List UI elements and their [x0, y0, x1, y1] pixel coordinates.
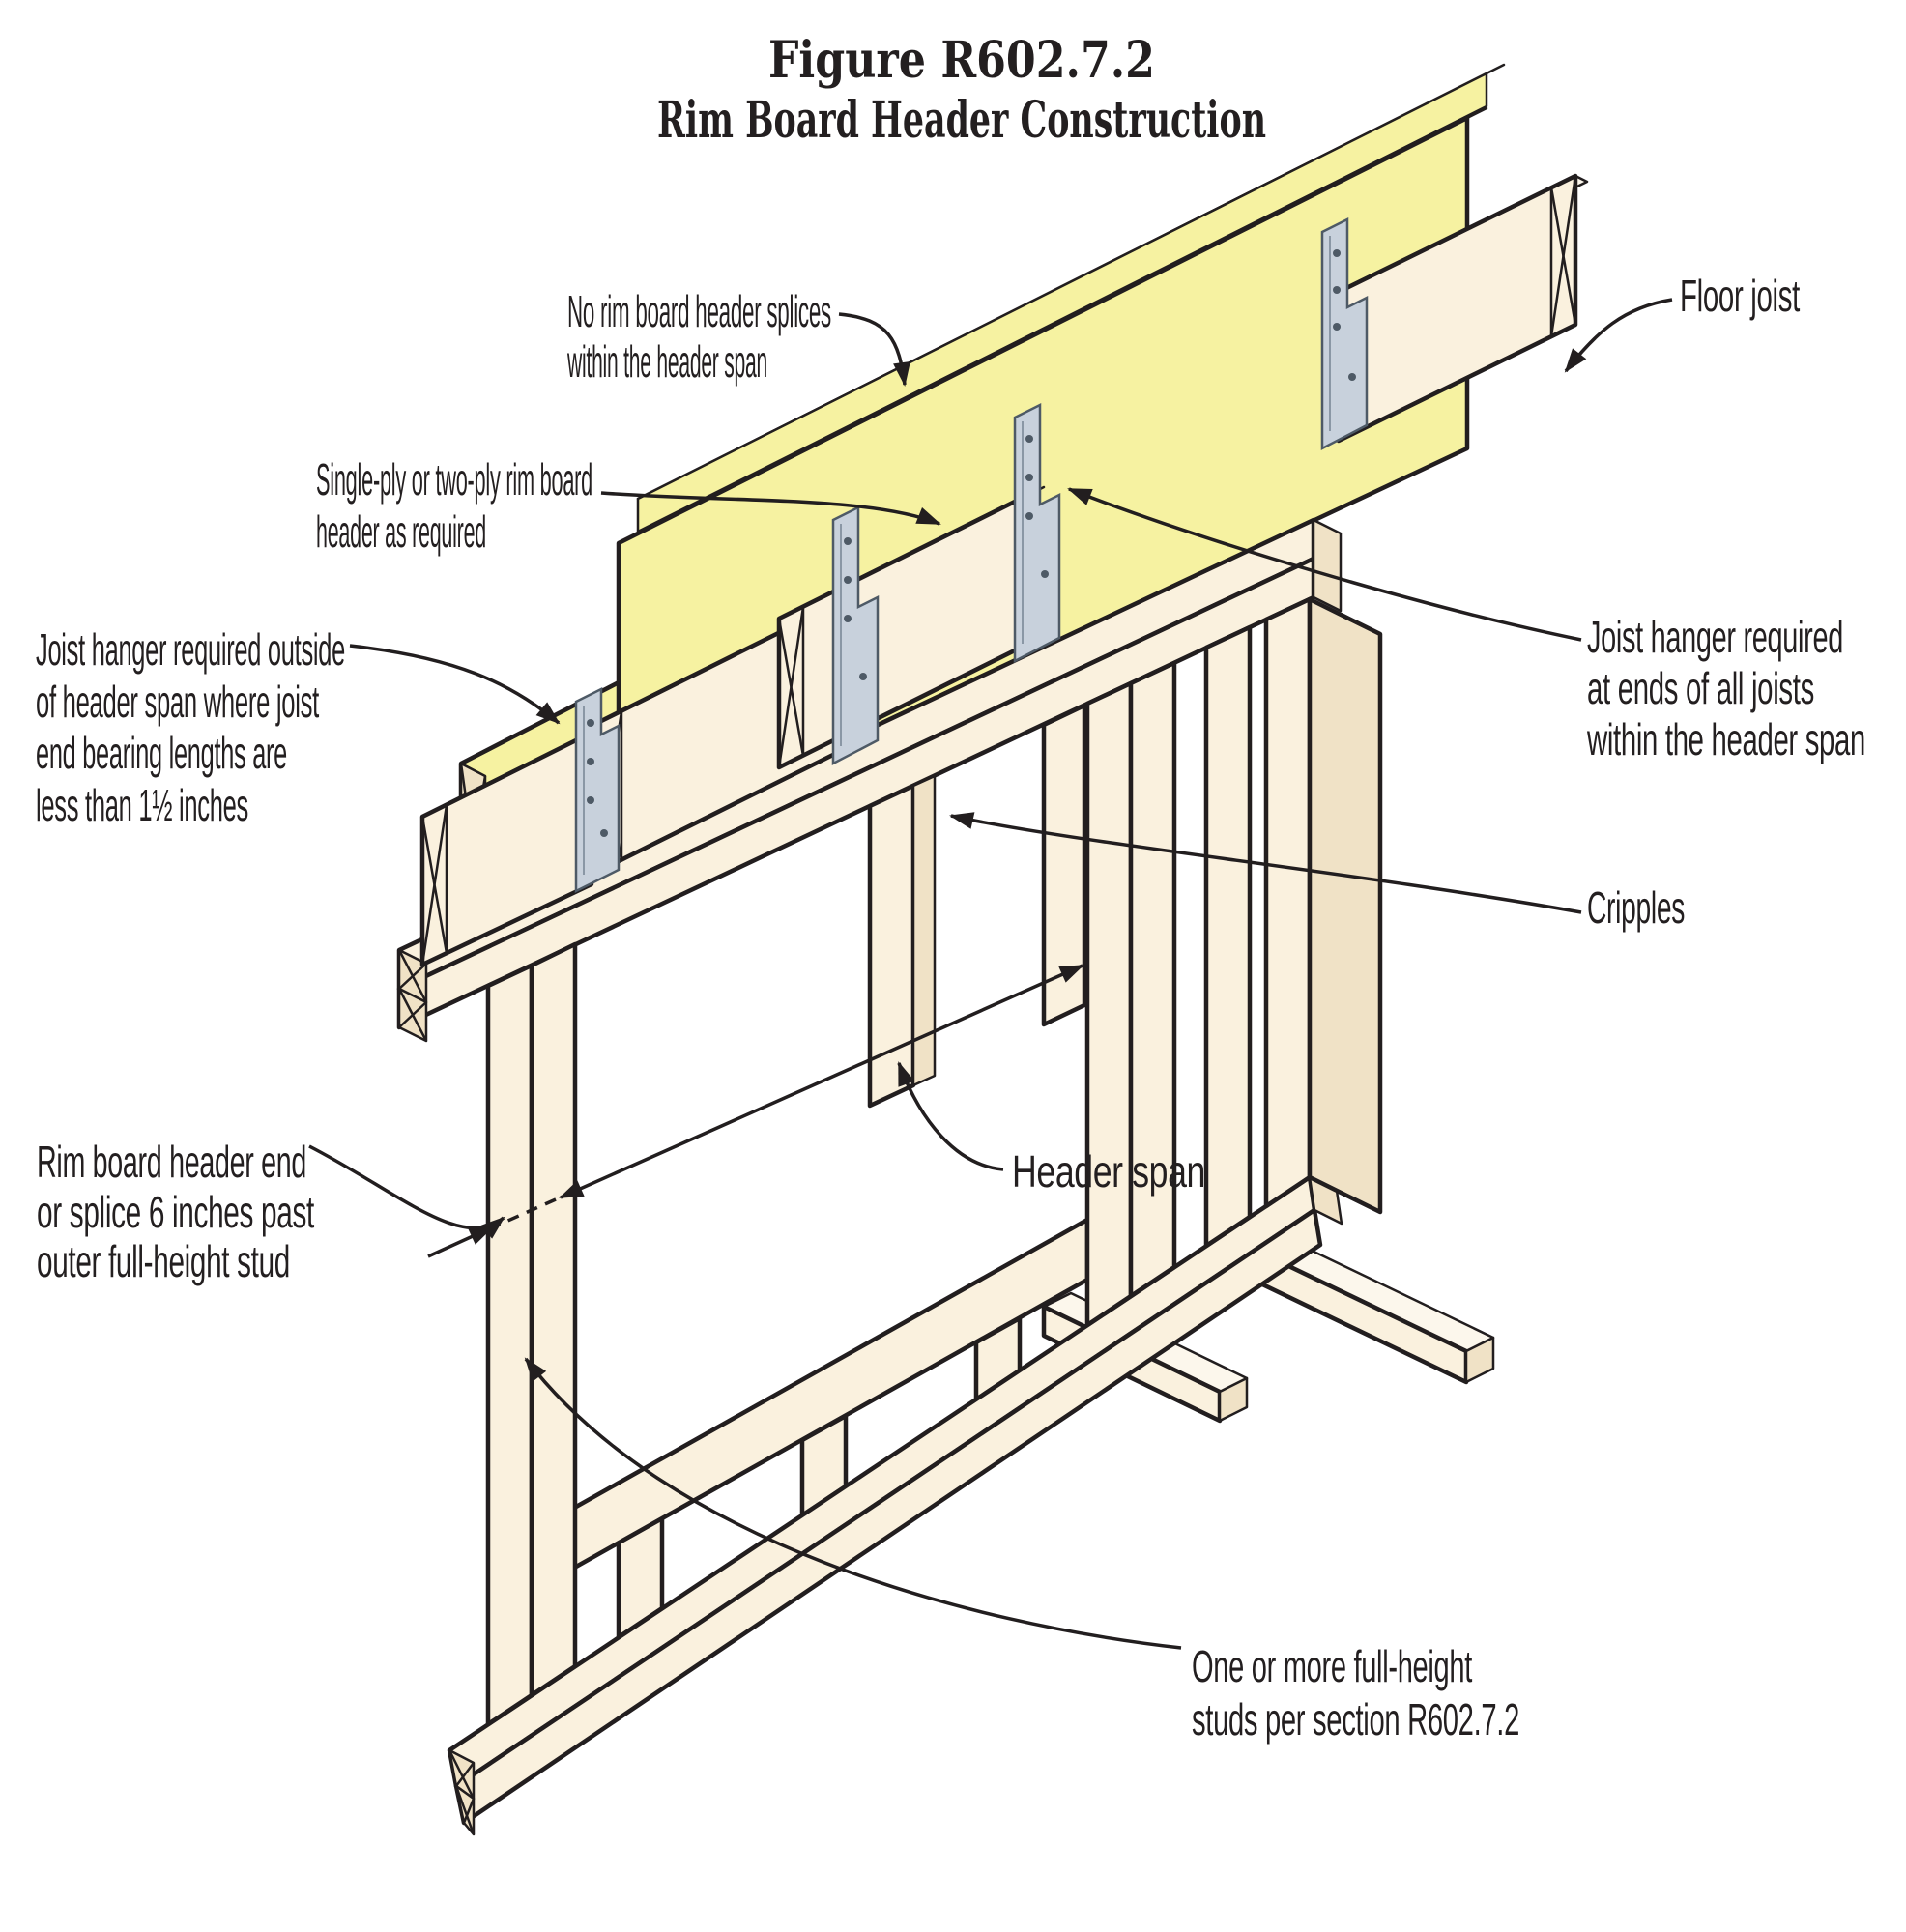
label-jh-outside-line3: end bearing lengths are: [36, 728, 287, 778]
label-jh-at-ends-line3: within the header span: [1586, 714, 1865, 764]
title-line-2: Rim Board Header Construction: [657, 91, 1266, 150]
leader-header-span: [897, 1061, 1004, 1171]
double-top-plate: [396, 517, 1343, 1043]
end-stud: [1263, 596, 1313, 1209]
label-rim-end-line2: or splice 6 inches past: [37, 1187, 314, 1237]
six-inch-extension-arrow: [427, 1226, 494, 1258]
floor-plank-1-end: [1464, 1336, 1495, 1384]
opening-sill: [503, 1217, 1113, 1640]
dimension-arrow-left: [559, 1080, 823, 1199]
top-plate-right-end: [1312, 518, 1343, 613]
label-one-or-more-line2: studs per section R602.7.2: [1192, 1694, 1519, 1745]
label-cripples: Cripples: [1587, 882, 1685, 933]
label-header-span: Header span: [1012, 1146, 1205, 1197]
joist-hanger-4: [1320, 216, 1369, 451]
full-height-stud: [1203, 624, 1253, 1249]
label-single-ply-line1: Single-ply or two-ply rim board: [316, 454, 592, 505]
right-king-stud-a: [1084, 680, 1134, 1328]
bottom-plate: [447, 1174, 1343, 1836]
label-jh-outside-line2: of header span where joist: [36, 677, 319, 727]
leader-lines: [308, 298, 1673, 1650]
joist-hanger-1: [574, 686, 621, 894]
end-stud-side-face: [1307, 596, 1383, 1215]
label-no-splices-line2: within the header span: [567, 336, 767, 387]
label-floor-joist: Floor joist: [1680, 271, 1800, 321]
left-outer-stud-a: [485, 963, 534, 1727]
leader-one-or-more: [524, 1357, 1182, 1650]
header-cripples: [867, 703, 1087, 1109]
joist-hanger-3: [1013, 402, 1061, 664]
leader-no-splices: [838, 312, 910, 387]
label-jh-at-ends-line1: Joist hanger required: [1587, 612, 1843, 662]
callout-labels: No rim board header splices within the h…: [36, 271, 1866, 1745]
wall-studs: [485, 596, 1383, 1727]
cripple-stud-a-side: [911, 774, 937, 1087]
title-line-1: Figure R602.7.2: [768, 31, 1155, 90]
label-jh-outside-line4: less than 1½ inches: [36, 780, 248, 830]
leader-rim-end: [308, 1144, 505, 1239]
label-rim-end-line3: outer full-height stud: [37, 1236, 290, 1286]
leader-cripples: [949, 812, 1582, 914]
label-rim-end-line1: Rim board header end: [37, 1137, 306, 1187]
leader-single-ply: [600, 491, 941, 526]
dimension-dashed-extension: [494, 1197, 557, 1228]
leader-floor-joist: [1564, 298, 1673, 373]
label-no-splices-line1: No rim board header splices: [567, 286, 831, 336]
left-outer-stud-b: [529, 941, 578, 1698]
label-jh-at-ends-line2: at ends of all joists: [1587, 663, 1814, 713]
leader-jh-outside: [349, 644, 561, 725]
dimension-arrow-right: [821, 964, 1084, 1083]
cripple-stud-b: [1041, 703, 1087, 1027]
leader-jh-at-ends: [1067, 487, 1582, 642]
label-jh-outside-line1: Joist hanger required outside: [36, 624, 345, 675]
floor-plank-2-end: [1218, 1376, 1249, 1423]
figure-title: Figure R602.7.2 Rim Board Header Constru…: [657, 31, 1266, 150]
label-single-ply-line2: header as required: [316, 506, 486, 557]
right-king-stud-b: [1128, 660, 1177, 1299]
label-one-or-more-line1: One or more full-height: [1192, 1641, 1472, 1691]
bottom-plate-upper: [447, 1174, 1317, 1789]
